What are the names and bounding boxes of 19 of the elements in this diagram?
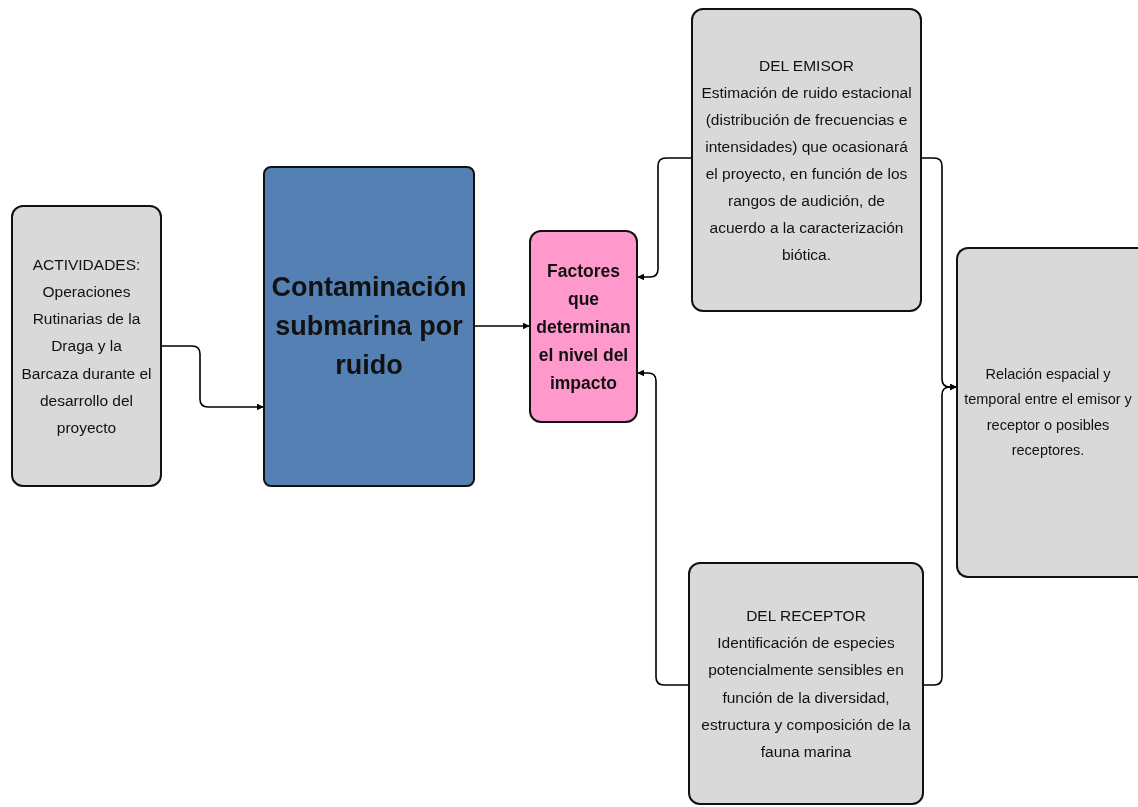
- connector-arrow: [923, 383, 957, 686]
- box-description: Identificación de especies potencialmente sensibles en función de la diversidad, estructura y composición de la fauna marina: [700, 633, 912, 762]
- connector-arrow: [637, 369, 689, 686]
- connector-arrow: [637, 157, 692, 281]
- box-heading: DEL RECEPTOR: [746, 606, 866, 627]
- process-title: Contaminación submarina por ruido: [271, 270, 467, 383]
- connector-arrow: [474, 322, 530, 330]
- activity-description: ACTIVIDADES: Operaciones Rutinarias de la Draga y la Barcaza durante el desarrollo del proyecto: [21, 255, 152, 438]
- process-box: [956, 247, 1138, 578]
- process-box: [11, 205, 162, 487]
- relation-description: Relación espacial y temporal entre el emisor y receptor o posibles receptores.: [963, 364, 1133, 460]
- box-description: Estimación de ruido estacional (distribución de frecuencias e intensidades) que ocasionará el proyecto, en función de los rangos de audición, de acuerdo a la caracterización biótica.: [701, 82, 912, 266]
- highlight-box: [529, 230, 638, 423]
- process-box: [688, 562, 924, 805]
- box-heading: DEL EMISOR: [759, 55, 854, 76]
- process-box: [263, 166, 475, 487]
- process-box: [691, 8, 922, 312]
- factor-title: Factores que determinan el nivel del impacto: [535, 259, 632, 395]
- connector-arrow: [161, 345, 264, 411]
